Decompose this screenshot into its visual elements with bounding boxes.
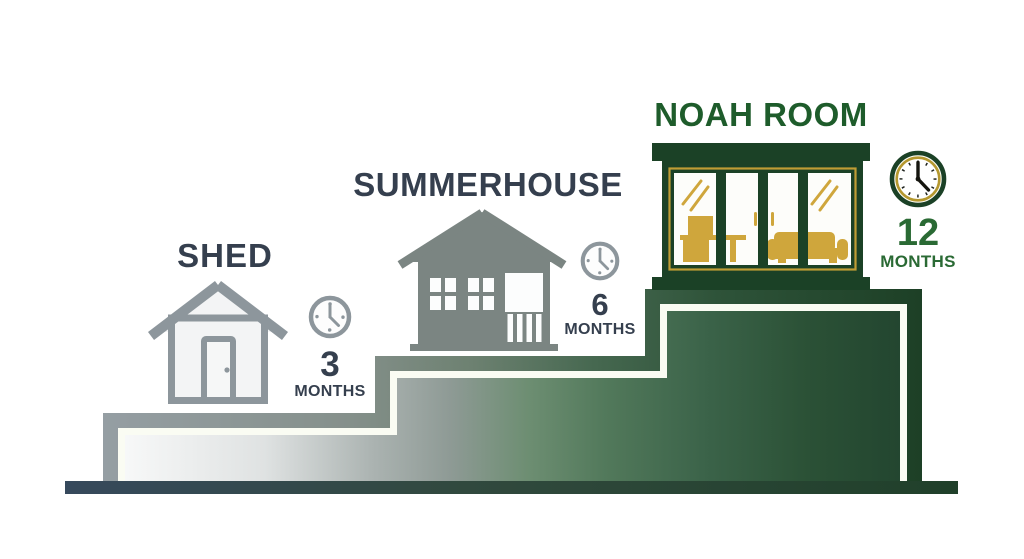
- summerhouse-icon: [397, 209, 567, 351]
- mullions: [716, 173, 808, 265]
- window-glint: [681, 179, 839, 212]
- shed-title: SHED: [177, 237, 273, 274]
- shed-roof-left: [148, 281, 222, 340]
- door-handles: [754, 212, 774, 226]
- shed-door-knob: [224, 367, 230, 373]
- summerhouse-months-unit: MONTHS: [564, 321, 636, 338]
- shed-months-value: 3: [320, 345, 340, 384]
- noah-room-months-unit: MONTHS: [880, 252, 956, 271]
- shed-icon: [148, 281, 288, 404]
- shed-door: [201, 336, 236, 403]
- staircase-fill: [125, 311, 900, 482]
- shed-duration: 3 MONTHS: [288, 295, 372, 401]
- summerhouse-roof: [407, 212, 557, 262]
- noah-room-months-value: 12: [896, 212, 940, 254]
- summerhouse-railing-slats: [507, 314, 542, 342]
- clock-icon: [889, 150, 947, 208]
- garden-room-fascia: [652, 143, 870, 161]
- noah-room-title: NOAH ROOM: [654, 96, 868, 133]
- shed-months-unit: MONTHS: [294, 383, 366, 400]
- shed-roof-right: [214, 281, 288, 340]
- summerhouse-title: SUMMERHOUSE: [353, 166, 623, 203]
- summerhouse-windows: [430, 278, 494, 310]
- garden-room-plinth: [652, 277, 870, 290]
- baseline-bar: [65, 481, 958, 494]
- garden-room-icon: [652, 143, 870, 290]
- noah-room-duration: 12 MONTHS: [874, 150, 962, 272]
- desk-and-chair: [680, 216, 746, 262]
- clock-icon: [580, 241, 620, 281]
- summerhouse-months-value: 6: [591, 287, 609, 322]
- garden-room-gold-trim: [668, 167, 857, 271]
- summerhouse-duration: 6 MONTHS: [558, 241, 642, 339]
- clock-icon: [308, 295, 352, 339]
- summerhouse-base: [410, 344, 558, 351]
